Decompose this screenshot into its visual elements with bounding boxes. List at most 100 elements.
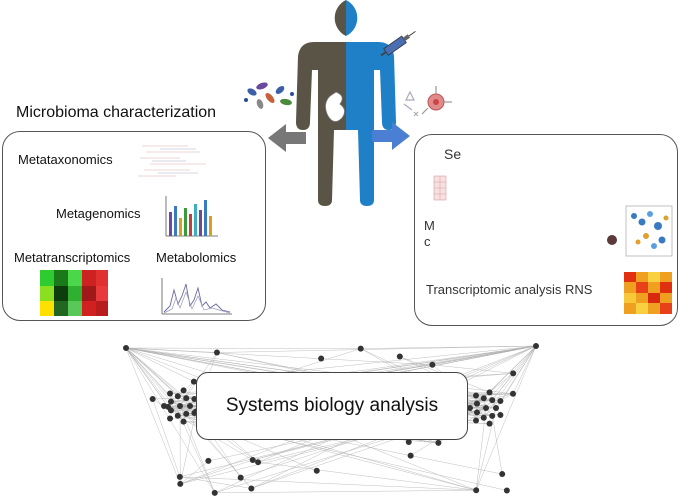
network-edge	[180, 460, 209, 485]
network-node	[480, 414, 487, 421]
network-node	[480, 395, 487, 402]
network-edge	[125, 347, 194, 382]
network-node	[167, 390, 174, 397]
network-node	[205, 457, 212, 464]
network-node	[187, 403, 193, 409]
network-node	[180, 387, 187, 394]
network-node	[503, 487, 510, 494]
network-edge	[180, 411, 197, 484]
network-edge	[432, 364, 514, 374]
network-node	[486, 420, 493, 427]
network-node	[190, 378, 197, 385]
network-node	[123, 345, 129, 351]
network-node	[429, 361, 436, 368]
network-node	[183, 410, 190, 417]
network-edge	[125, 347, 361, 349]
network-node	[183, 395, 190, 402]
network-node	[499, 471, 506, 478]
network-node	[211, 489, 218, 496]
network-node	[213, 349, 220, 356]
network-node	[533, 343, 539, 349]
network-edge	[469, 400, 501, 409]
network-edge	[475, 345, 537, 491]
network-node	[473, 417, 480, 424]
network-edge	[214, 490, 477, 494]
network-edge	[360, 345, 537, 349]
network-node	[473, 392, 480, 399]
network-node	[435, 439, 442, 446]
network-node	[149, 395, 156, 402]
network-node	[396, 353, 403, 360]
network-edge	[432, 345, 537, 365]
network-node	[249, 456, 256, 463]
network-node	[318, 355, 325, 362]
systems-biology-box: Systems biology analysis	[196, 372, 468, 440]
network-node	[483, 405, 489, 411]
network-edge	[152, 398, 181, 477]
network-node	[509, 390, 516, 397]
network-edge	[475, 407, 497, 421]
metataxonomics-label: Metataxonomics	[18, 152, 113, 167]
network-node	[473, 487, 480, 494]
metabolomics-label: Metabolomics	[156, 250, 237, 265]
network-node	[180, 418, 187, 425]
network-edge	[492, 415, 503, 475]
network-node	[489, 412, 496, 419]
network-edge	[125, 347, 197, 412]
network-node	[473, 409, 480, 416]
network-node	[177, 480, 184, 487]
microbiome-header: Microbioma characterization	[16, 104, 217, 121]
network-node	[167, 398, 174, 405]
network-edge	[179, 405, 252, 489]
network-edge	[125, 347, 169, 407]
network-node	[255, 459, 262, 466]
network-node	[497, 411, 504, 418]
metatranscriptomics-label: Metatranscriptomics	[14, 250, 131, 265]
network-edge	[492, 373, 514, 401]
host-middle-label-b: c	[424, 234, 431, 249]
network-node	[497, 398, 504, 405]
network-edge	[216, 345, 537, 353]
network-node	[176, 473, 183, 480]
network-node	[405, 439, 412, 446]
network-node	[177, 403, 183, 409]
network-node	[467, 405, 473, 411]
network-node	[357, 345, 364, 352]
systems-biology-label: Systems biology analysis	[225, 395, 439, 416]
host-top-label: Se	[444, 146, 462, 162]
network-node	[248, 485, 255, 492]
network-edge	[475, 395, 501, 402]
network-edge	[169, 393, 215, 493]
network-node	[237, 474, 244, 481]
network-node	[174, 412, 181, 419]
network-node	[167, 415, 174, 422]
network-edge	[179, 476, 477, 491]
network-edge	[179, 476, 252, 489]
network-node	[191, 396, 198, 403]
network-edge	[125, 347, 187, 399]
network-node	[493, 405, 499, 411]
network-edge	[125, 347, 181, 485]
network-edge	[180, 459, 253, 485]
network-node	[486, 389, 493, 396]
network-node	[165, 403, 172, 410]
network-edge	[512, 345, 537, 394]
host-middle-label-a: M	[424, 218, 435, 233]
network-node	[407, 452, 414, 459]
network-edge	[125, 347, 172, 402]
transcriptomic-analysis-label: Transcriptomic analysis RNS	[426, 282, 593, 297]
network-edge	[492, 345, 537, 416]
network-edge	[475, 407, 497, 491]
